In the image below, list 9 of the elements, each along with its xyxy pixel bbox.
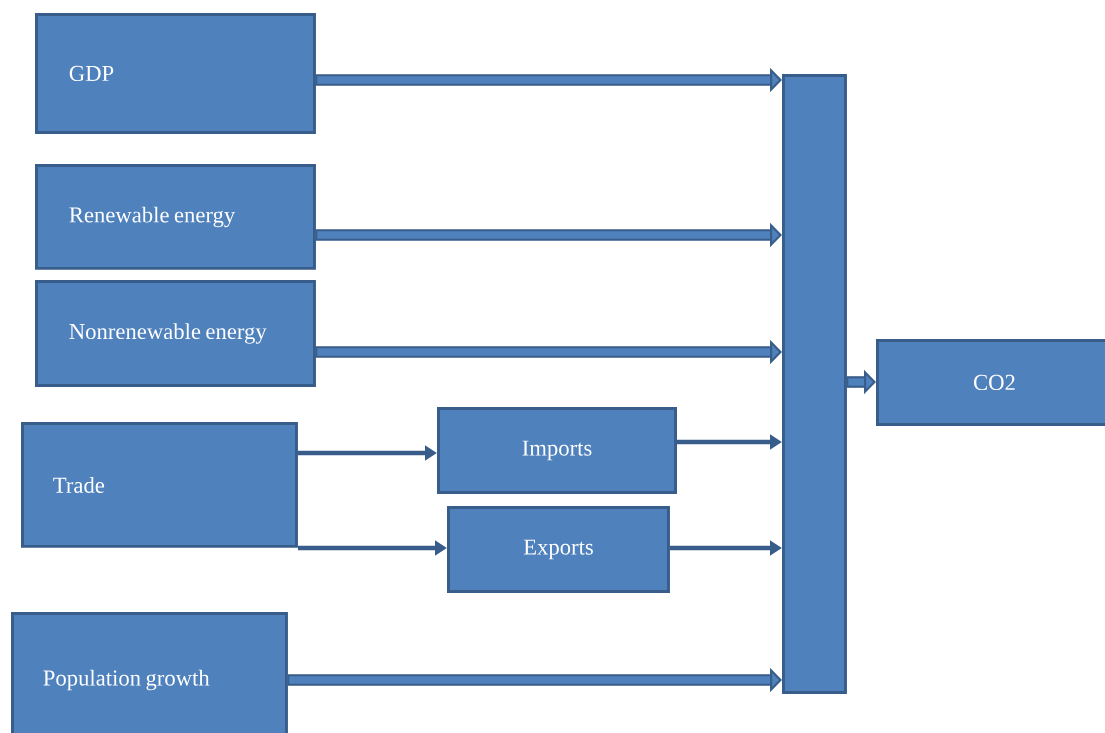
bar-shape <box>782 74 847 694</box>
text-box: Renewable energy <box>35 164 316 270</box>
text-box: Nonrenewable energy <box>35 280 316 387</box>
text-box: Trade <box>21 422 298 548</box>
text-box: GDP <box>35 13 316 134</box>
text-box: Imports <box>437 407 677 494</box>
text-box: Exports <box>447 506 670 593</box>
text-box: CO2 <box>876 339 1105 426</box>
text-box: Population growth <box>11 612 288 733</box>
